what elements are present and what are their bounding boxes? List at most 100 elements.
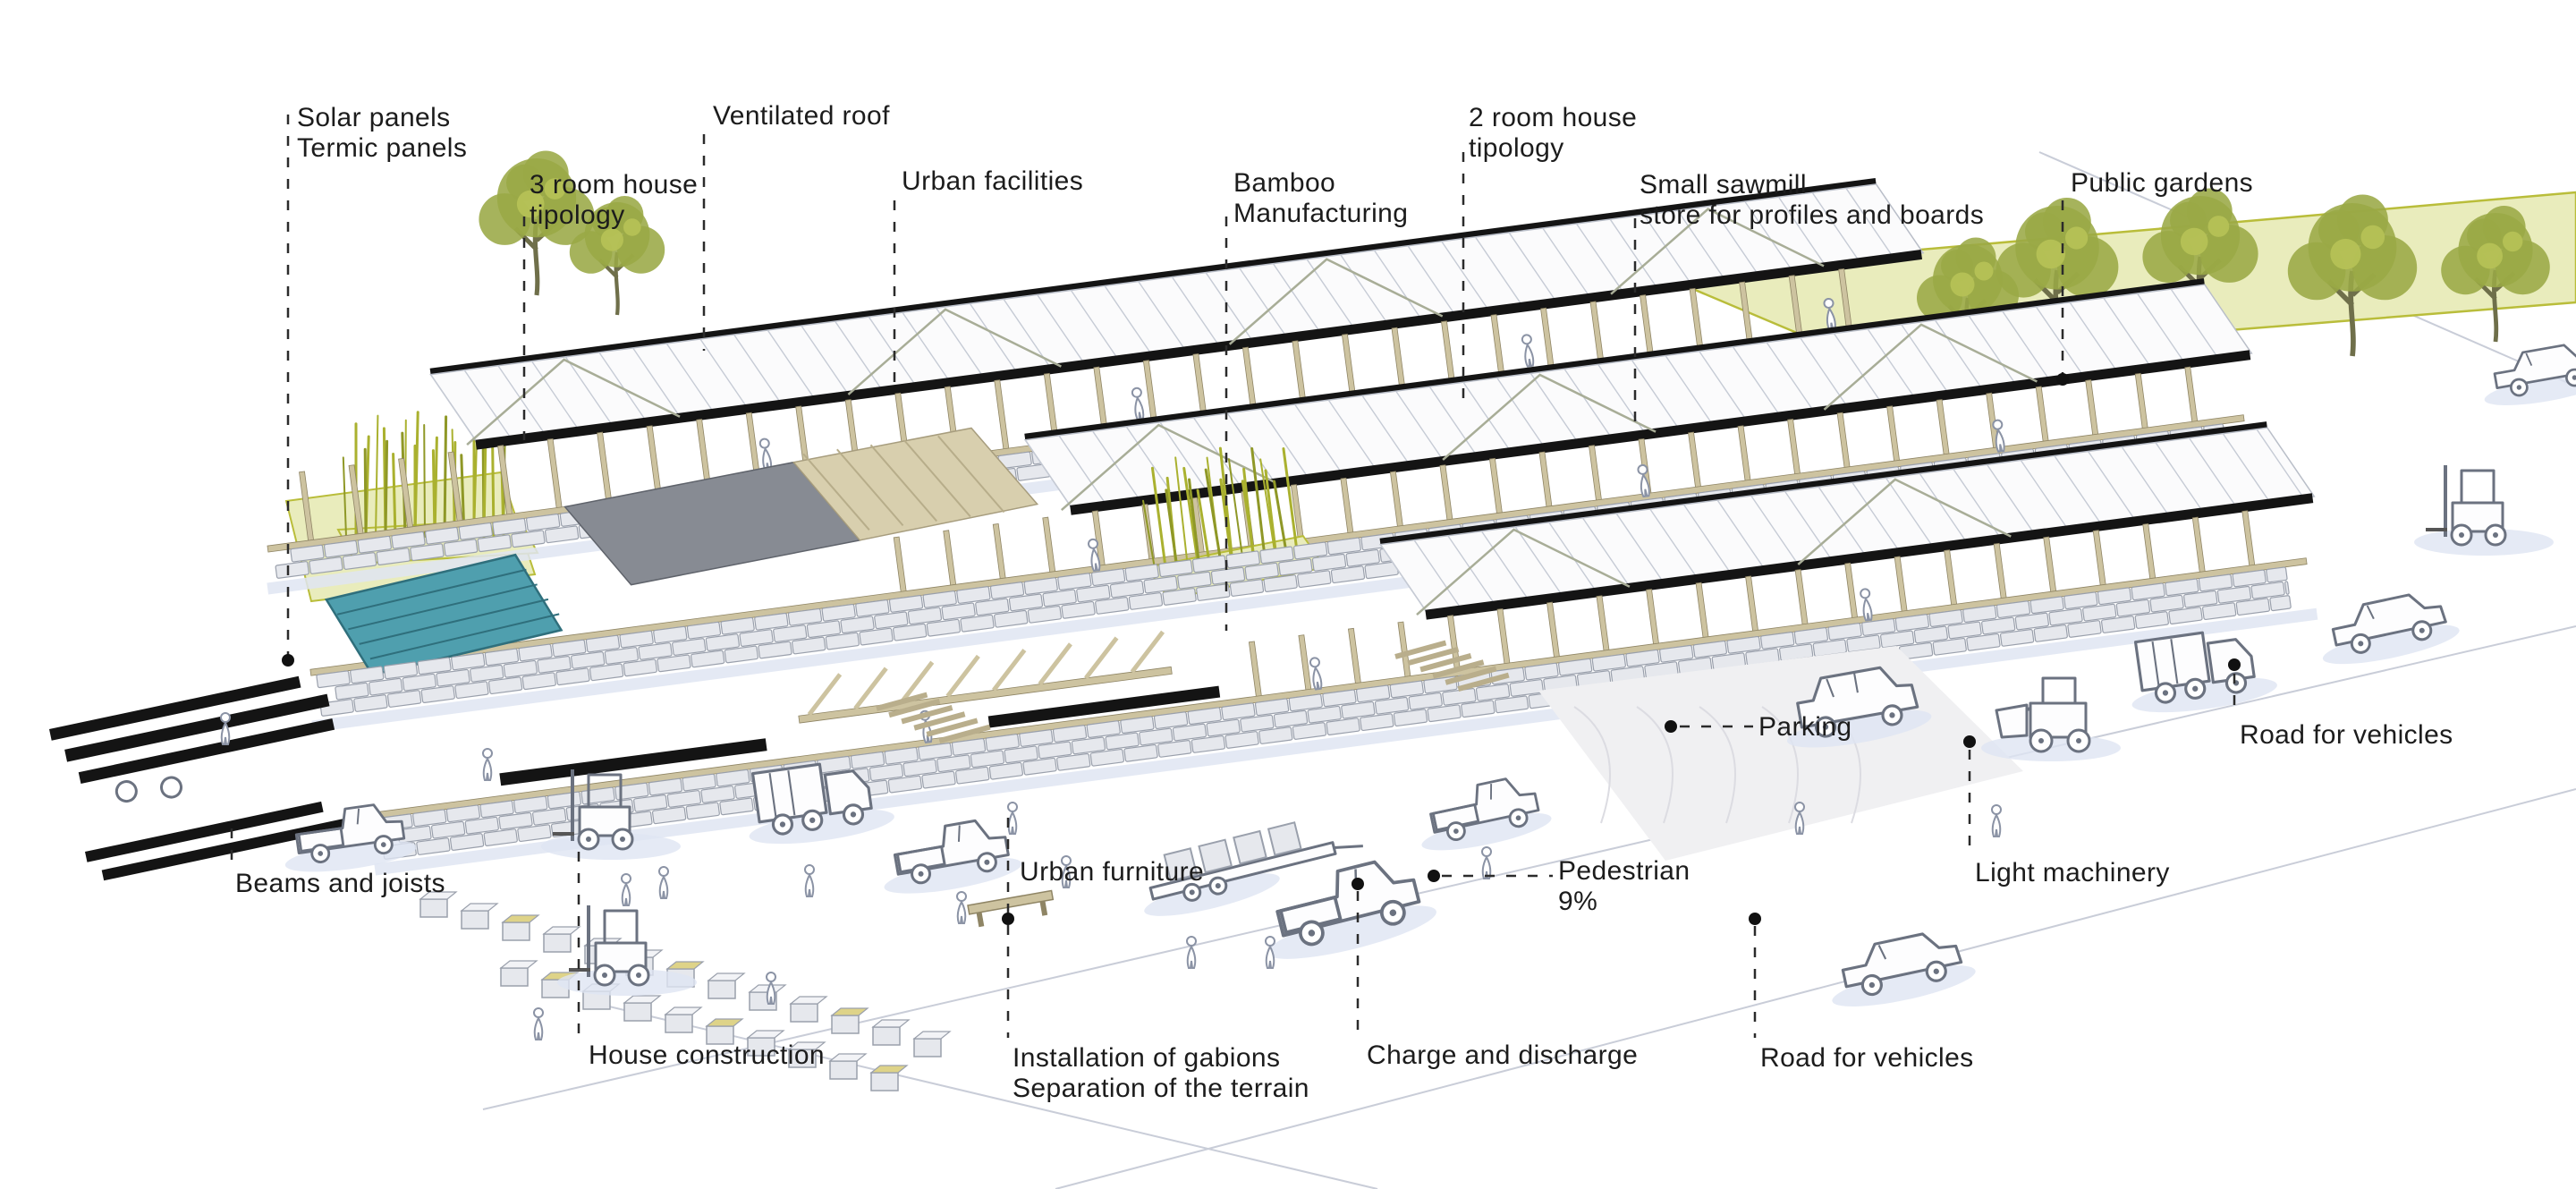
leader-dot-parking <box>1665 720 1677 733</box>
vehicle-pickup-large <box>1267 860 1436 959</box>
wood-bench <box>967 889 1055 928</box>
human-figure <box>621 873 631 906</box>
leader-parking <box>1665 720 1753 733</box>
label-text: Parking <box>1758 712 1852 742</box>
human-figure <box>1265 936 1275 969</box>
human-figure <box>1131 386 1145 421</box>
label-text: Termic panels <box>297 133 468 163</box>
label-text: Ventilated roof <box>713 101 890 131</box>
label-parking: Parking <box>1758 712 1852 743</box>
human-figure <box>658 866 669 899</box>
label-urban-facilities: Urban facilities <box>902 166 1083 197</box>
human-figure <box>766 972 776 1005</box>
label-charge-and-discharge: Charge and discharge <box>1367 1040 1638 1071</box>
leader-pedestrian <box>1428 870 1553 882</box>
label-text: Pedestrian <box>1558 856 1690 886</box>
label-text: tipology <box>1469 133 1564 163</box>
vehicle-forklift-left <box>541 769 681 860</box>
label-text: Manufacturing <box>1233 199 1409 228</box>
beam-stack <box>85 801 350 881</box>
human-figure <box>482 748 493 781</box>
public-garden-band <box>1654 188 2576 366</box>
human-figure <box>1992 419 2005 453</box>
human-figure <box>1521 334 1535 368</box>
human-figure <box>1186 936 1197 969</box>
tree <box>479 150 595 296</box>
human-figure <box>1823 297 1836 332</box>
leader-dot-road-for-vehicles-bottom <box>1749 913 1761 925</box>
label-text: Road for vehicles <box>1760 1043 1974 1073</box>
label-text: 3 room house <box>530 170 699 200</box>
human-figure <box>1860 588 1873 622</box>
human-figure <box>1007 802 1018 835</box>
human-figure <box>1309 657 1323 691</box>
human-figure <box>1481 846 1492 879</box>
human-figure <box>956 891 967 924</box>
label-ventilated-roof: Ventilated roof <box>713 101 890 132</box>
label-public-gardens: Public gardens <box>2071 168 2253 199</box>
pergola <box>798 630 1173 724</box>
label-text: tipology <box>530 200 625 230</box>
label-text: 2 room house <box>1469 103 1638 132</box>
vehicle-pickup-center <box>884 819 1022 894</box>
human-figure <box>1088 538 1101 573</box>
leader-dot-public-gardens <box>2056 373 2069 386</box>
tree <box>2142 188 2258 334</box>
stairs <box>1394 640 1510 692</box>
human-figure <box>1637 463 1650 498</box>
leader-solar-termic-panels <box>282 115 294 667</box>
leader-road-for-vehicles-bottom <box>1749 913 1761 1038</box>
sawmill-roofs <box>564 427 1039 586</box>
tree <box>1996 198 2119 352</box>
leader-dot-urban-furniture <box>1002 913 1014 925</box>
leader-dot-light-machinery <box>1963 735 1976 748</box>
leader-charge-and-discharge <box>1352 878 1364 1034</box>
label-text: 9% <box>1558 887 1598 916</box>
label-text: Solar panels <box>297 103 451 132</box>
tree <box>2441 206 2550 343</box>
beam-stacks <box>49 675 350 881</box>
label-text: store for profiles and boards <box>1640 200 1985 230</box>
tree <box>569 196 665 316</box>
vehicle-block-trailer <box>1144 821 1363 916</box>
solar-panel-array <box>324 553 564 676</box>
tree <box>2287 194 2418 357</box>
label-text: Beams and joists <box>235 869 445 898</box>
label-text: Charge and discharge <box>1367 1040 1639 1070</box>
vehicles <box>284 344 2576 1006</box>
label-beams-and-joists: Beams and joists <box>235 869 445 899</box>
label-text: Public gardens <box>2071 168 2254 198</box>
leader-dot-charge-and-discharge <box>1352 878 1364 890</box>
leader-light-machinery <box>1963 735 1976 854</box>
label-text: Urban facilities <box>902 166 1084 196</box>
label-house-construction: House construction <box>589 1040 825 1071</box>
vehicle-car-right <box>2322 593 2460 665</box>
label-text: Road for vehicles <box>2240 720 2453 750</box>
human-figure <box>220 712 231 745</box>
vehicle-forklift-right <box>2414 465 2554 556</box>
ground-figures <box>220 712 2002 1040</box>
human-figure <box>1794 802 1805 835</box>
vehicle-loader-light-machinery <box>1981 676 2121 761</box>
vehicle-suv-parking <box>1786 666 1932 748</box>
label-text: Light machinery <box>1975 858 2170 888</box>
leader-road-for-vehicles-right <box>2228 658 2241 714</box>
leader-dot-road-for-vehicles-right <box>2228 658 2241 671</box>
vehicle-car-bottom <box>1832 932 1976 1006</box>
vehicle-pickup-pedestrian <box>1421 777 1552 851</box>
label-text: Urban furniture <box>1020 857 1205 887</box>
stairs <box>876 692 991 744</box>
label-road-for-vehicles-bottom: Road for vehicles <box>1760 1043 1974 1074</box>
label-text: Bamboo <box>1233 168 1336 198</box>
vehicle-forklift-center <box>557 905 697 996</box>
label-text: Small sawmill <box>1640 170 1807 200</box>
